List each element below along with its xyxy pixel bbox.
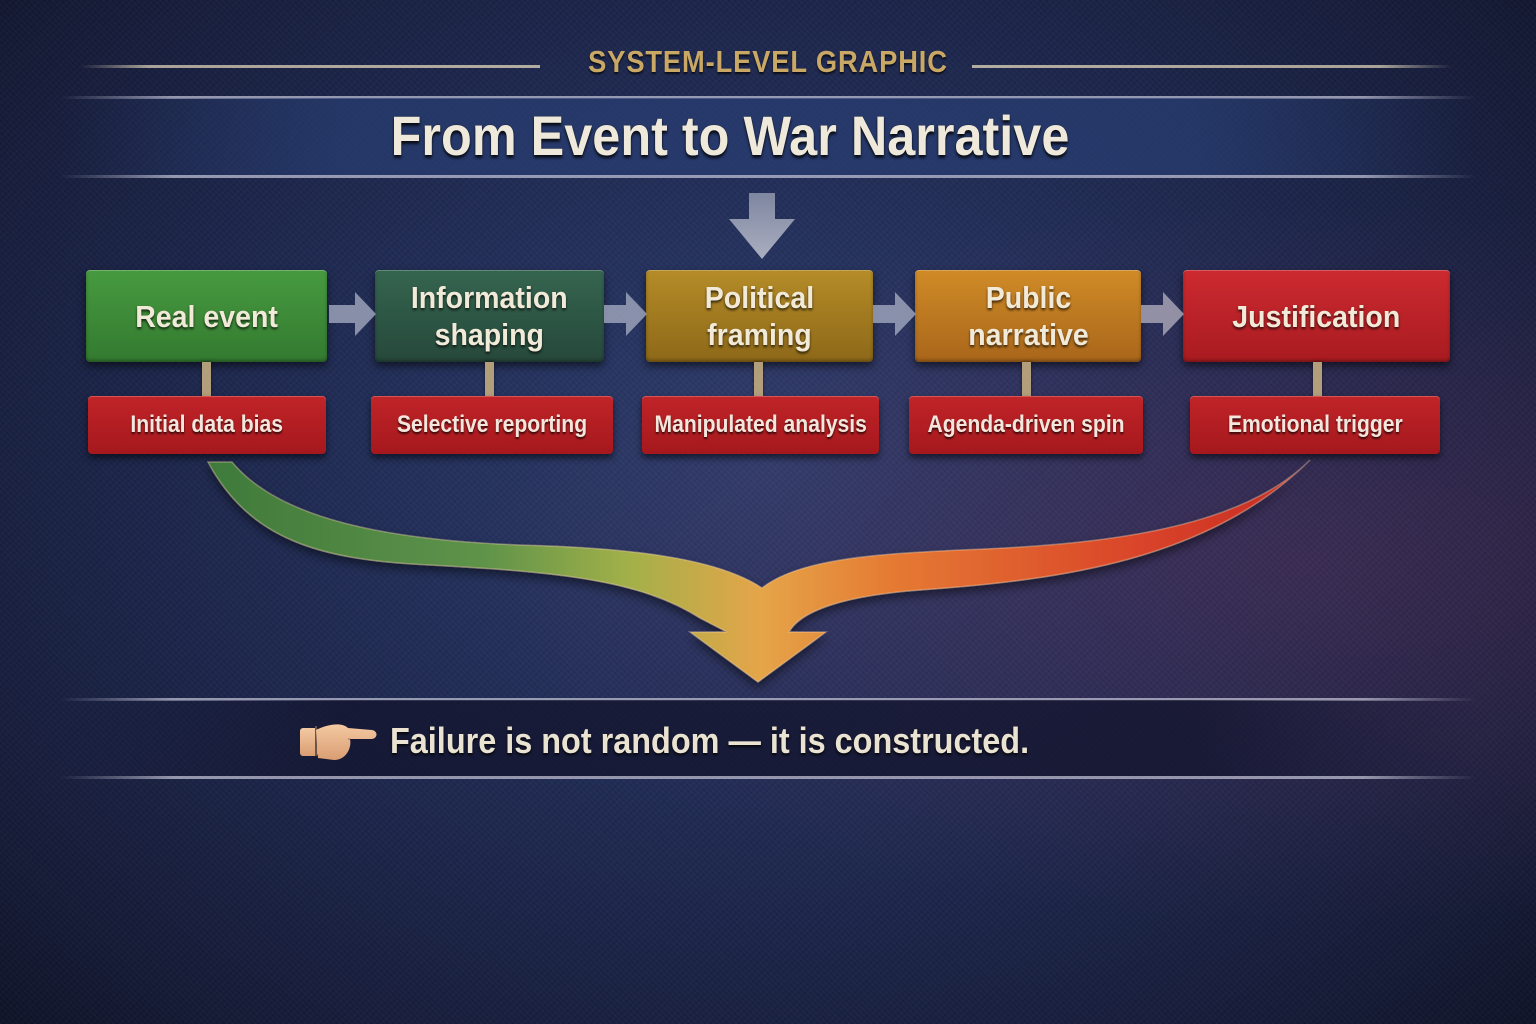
page-title: From Event to War Narrative (390, 104, 1070, 167)
right-arrow-icon (329, 292, 376, 336)
right-arrow-icon (873, 292, 916, 336)
connector-stem (1022, 362, 1031, 396)
footer-statement: Failure is not random — it is constructe… (390, 720, 1030, 761)
connector-stem (485, 362, 494, 396)
pointing-hand-icon (300, 724, 377, 760)
down-arrow-icon (729, 193, 795, 259)
footer-callout: Failure is not random — it is constructe… (298, 716, 1100, 766)
footer-rule-bottom (60, 776, 1476, 779)
sub-box-agenda-driven-spin: Agenda-driven spin (909, 396, 1143, 454)
eyebrow-label: SYSTEM-LEVEL GRAPHIC (588, 44, 948, 79)
sub-box-emotional-trigger: Emotional trigger (1190, 396, 1440, 454)
stage-label: Justification (1232, 298, 1401, 334)
footer-rule-top (60, 698, 1476, 701)
connector-stem (202, 362, 211, 396)
sub-box-initial-data-bias: Initial data bias (88, 396, 326, 454)
sub-label: Manipulated analysis (654, 411, 867, 438)
sub-box-manipulated-analysis: Manipulated analysis (642, 396, 879, 454)
stage-label-line1: Public (985, 280, 1071, 315)
sub-label: Initial data bias (130, 411, 284, 438)
sub-label: Agenda-driven spin (927, 411, 1125, 438)
stage-label-line2: framing (707, 317, 812, 352)
stage-label-line2: narrative (967, 317, 1089, 352)
stage-label: Real event (135, 298, 278, 334)
sub-label: Emotional trigger (1227, 411, 1403, 438)
stage-real-event: Real event (86, 270, 327, 362)
stage-justification: Justification (1183, 270, 1450, 362)
sub-label: Selective reporting (396, 411, 588, 438)
title-rule-top (60, 96, 1476, 99)
connector-stem (1313, 362, 1322, 396)
title-rule-bottom (60, 175, 1476, 178)
right-arrow-icon (604, 292, 647, 336)
title-band (60, 98, 1476, 176)
footer-band (60, 700, 1476, 778)
sub-box-selective-reporting: Selective reporting (371, 396, 613, 454)
eyebrow-rule-left (80, 65, 540, 68)
stage-label-line1: Information (411, 280, 568, 315)
stage-label-line2: shaping (434, 317, 545, 352)
connector-stem (754, 362, 763, 396)
stage-label-line1: Political (704, 280, 815, 315)
right-arrow-icon (1141, 292, 1184, 336)
